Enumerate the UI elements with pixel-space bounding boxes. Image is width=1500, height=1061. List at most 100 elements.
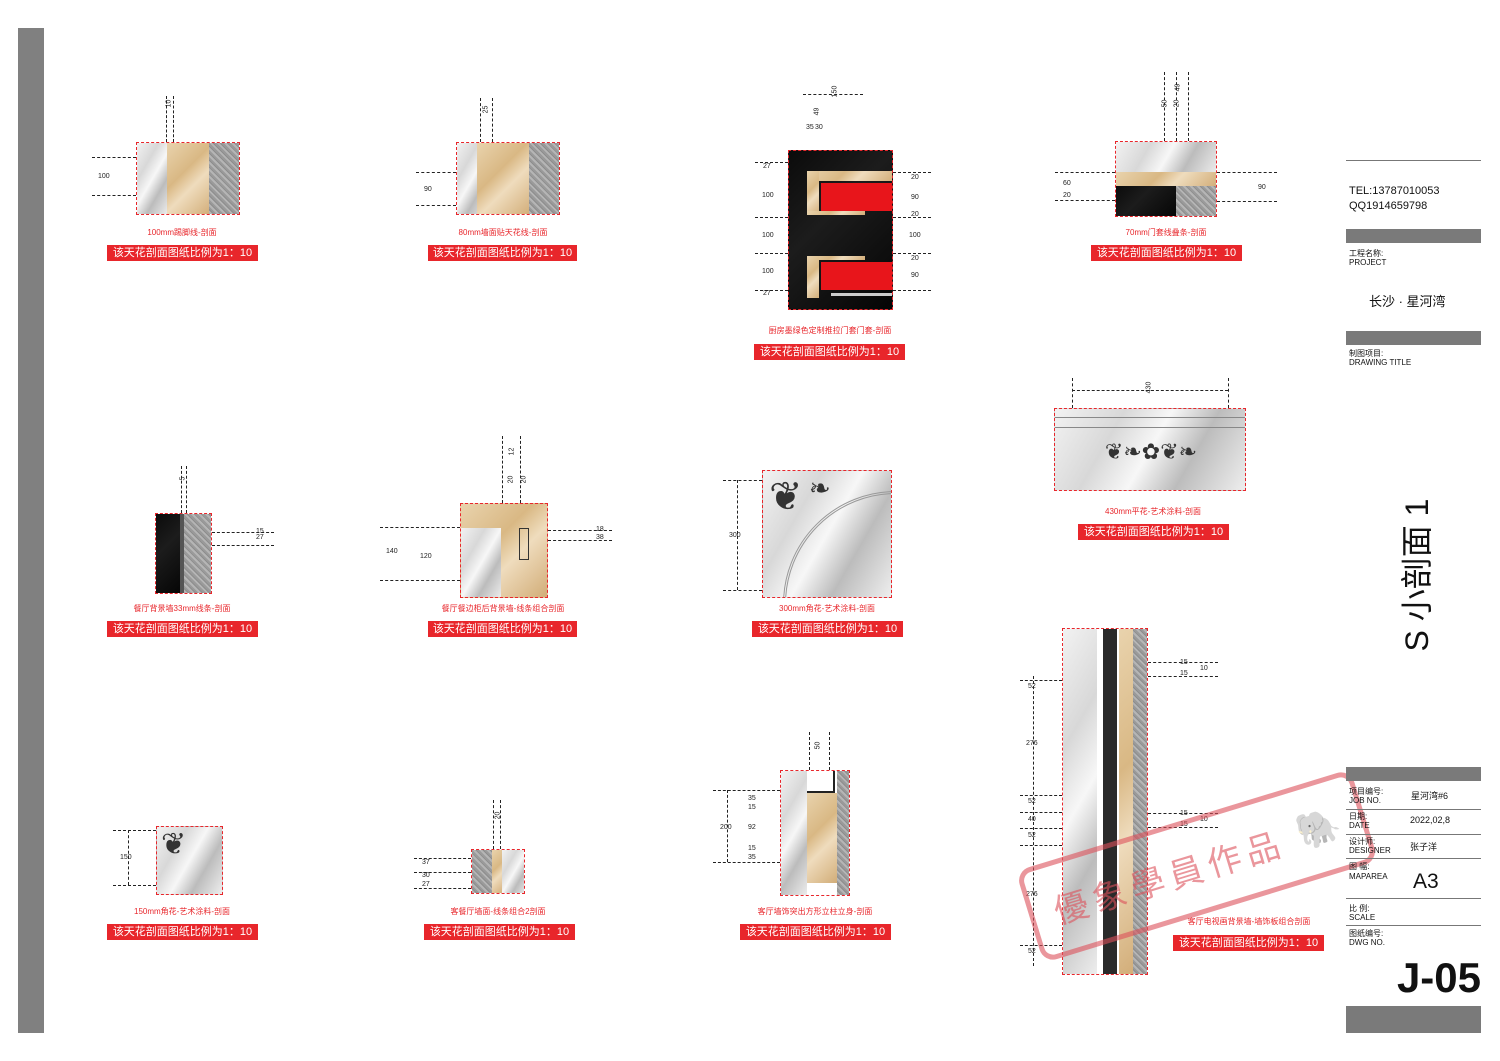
job-label-en: JOB NO. — [1349, 796, 1382, 805]
designer-label-cn: 设计师: — [1349, 837, 1376, 846]
sheet-title: S 小剖面 1 — [1399, 498, 1435, 652]
date-value: 2022,02,8 — [1410, 815, 1451, 825]
dimension-label: 20 — [494, 811, 502, 820]
dimension-label: 120 — [420, 553, 432, 560]
ornament-icon: ❦ — [161, 828, 187, 861]
drawing-title-label-en: DRAWING TITLE — [1349, 358, 1412, 367]
section-drawing — [456, 142, 560, 215]
dwg-number: J-05 — [1396, 954, 1481, 1001]
scale-label: 该天花剖面图纸比例为1：10 — [424, 924, 575, 940]
section-caption: 餐厅背景墙33mm线条-剖面 — [133, 604, 231, 613]
dimension-label: 100 — [98, 173, 110, 180]
scale-label: 该天花剖面图纸比例为1：10 — [107, 621, 258, 637]
left-margin-bar — [18, 28, 44, 1033]
dimension-label: 20 — [911, 255, 919, 262]
qq-text: QQ1914659798 — [1349, 200, 1428, 212]
dimension-label: 100 — [762, 192, 774, 199]
dimension-label: 15 — [1180, 659, 1188, 666]
scale-label: 该天花剖面图纸比例为1：10 — [1091, 245, 1242, 261]
maparea-value: A3 — [1413, 870, 1439, 893]
section-drawing — [136, 142, 240, 215]
dimension-label: 38 — [596, 534, 604, 541]
project-value: 长沙 · 星河湾 — [1369, 294, 1446, 309]
dimension-label: 15 — [748, 845, 756, 852]
dimension-label: 49 — [813, 107, 821, 116]
scale-label: 该天花剖面图纸比例为1：10 — [107, 245, 258, 261]
dimension-label: 90 — [911, 272, 919, 279]
dimension-label: 150 — [831, 85, 839, 98]
scale-label: 该天花剖面图纸比例为1：10 — [1173, 935, 1324, 951]
dimension-label: 15 — [1180, 670, 1188, 677]
dimension-label: 18 — [596, 526, 604, 533]
section-drawing — [780, 770, 850, 896]
dimension-label: 52 — [1028, 948, 1036, 955]
dimension-label: 20 — [507, 475, 515, 484]
section-caption: 餐厅餐边柜后背景墙-线条组合剖面 — [441, 604, 565, 613]
dwg-label-en: DWG NO. — [1349, 938, 1385, 947]
section-drawing: ❦ — [156, 826, 223, 895]
dimension-label: 35 — [748, 854, 756, 861]
section-drawing — [460, 503, 548, 598]
section-caption: 客厅墙饰突出方形立柱立身-剖面 — [757, 907, 873, 916]
maparea-label-en: MAPAREA — [1349, 872, 1388, 881]
dimension-label: 100 — [909, 232, 921, 239]
section-caption: 80mm墙面贴天花线-剖面 — [458, 228, 548, 237]
designer-label-en: DESIGNER — [1349, 846, 1391, 855]
section-drawing — [1115, 141, 1217, 217]
dimension-label: 276 — [1026, 740, 1038, 747]
dimension-label: 30 — [422, 872, 430, 879]
scale-label-cn: 比 例: — [1349, 904, 1370, 913]
dimension-label: 49 — [1174, 83, 1182, 92]
section-caption: 70mm门套线叠条-剖面 — [1125, 228, 1207, 237]
section-caption: 厨房墨绿色定制推拉门套门套-剖面 — [768, 326, 892, 335]
dimension-label: 276 — [1026, 891, 1038, 898]
dimension-label: 40 — [1028, 816, 1036, 823]
dimension-label: 15 — [748, 804, 756, 811]
designer-value: 张子洋 — [1410, 842, 1438, 852]
dimension-label: 100 — [762, 232, 774, 239]
dimension-label: 200 — [720, 824, 732, 831]
scale-label-en: SCALE — [1349, 913, 1376, 922]
dimension-label: 100 — [762, 268, 774, 275]
dimension-label: 52 — [1028, 798, 1036, 805]
dimension-label: 27 — [763, 290, 771, 297]
section-caption: 300mm角花-艺术涂料-剖面 — [778, 604, 876, 613]
dimension-label: 140 — [386, 548, 398, 555]
section-drawing — [155, 513, 212, 594]
dimension-label: 52 — [1028, 832, 1036, 839]
tel-text: TEL:13787010053 — [1349, 185, 1440, 197]
dimension-label: 12 — [508, 447, 516, 456]
section-caption: 100mm踢脚线-剖面 — [147, 228, 217, 237]
scale-label: 该天花剖面图纸比例为1：10 — [740, 924, 891, 940]
ornament-icon: ❧ — [809, 473, 831, 503]
dimension-label: 15 — [256, 528, 264, 535]
project-label-en: PROJECT — [1349, 258, 1387, 267]
dimension-label: 60 — [1063, 180, 1071, 187]
scale-label: 该天花剖面图纸比例为1：10 — [428, 621, 577, 637]
scale-label: 该天花剖面图纸比例为1：10 — [428, 245, 577, 261]
dimension-label: 150 — [120, 854, 132, 861]
ornament-icon: ❦❧✿❦❧ — [1104, 439, 1198, 464]
scale-label: 该天花剖面图纸比例为1：10 — [752, 621, 903, 637]
dimension-label: 27 — [256, 534, 264, 541]
dimension-label: 20 — [911, 211, 919, 218]
section-drawing: ❦❧✿❦❧ — [1054, 408, 1246, 491]
dimension-label: 35 — [748, 795, 756, 802]
job-value: 星河湾#6 — [1411, 791, 1449, 801]
dimension-label: 300 — [729, 532, 741, 539]
dimension-label: 5 — [179, 476, 187, 481]
dimension-label: 90 — [424, 186, 432, 193]
dimension-label: 27 — [763, 163, 771, 170]
dimension-label: 430 — [1145, 381, 1153, 394]
dimension-label: 90 — [911, 194, 919, 201]
dimension-label: 15 — [1180, 821, 1188, 828]
dwg-label-cn: 图纸编号: — [1349, 929, 1384, 938]
dimension-label: 20 — [520, 475, 528, 484]
dimension-label: 20 — [1063, 192, 1071, 199]
scale-label: 该天花剖面图纸比例为1：10 — [1078, 524, 1229, 540]
ornament-icon: ❦ — [769, 475, 803, 519]
section-caption: 150mm角花-艺术涂料-剖面 — [133, 907, 231, 916]
job-label-cn: 项目编号: — [1349, 787, 1384, 796]
section-caption: 客厅电视画背景墙-墙饰板组合剖面 — [1187, 917, 1311, 926]
